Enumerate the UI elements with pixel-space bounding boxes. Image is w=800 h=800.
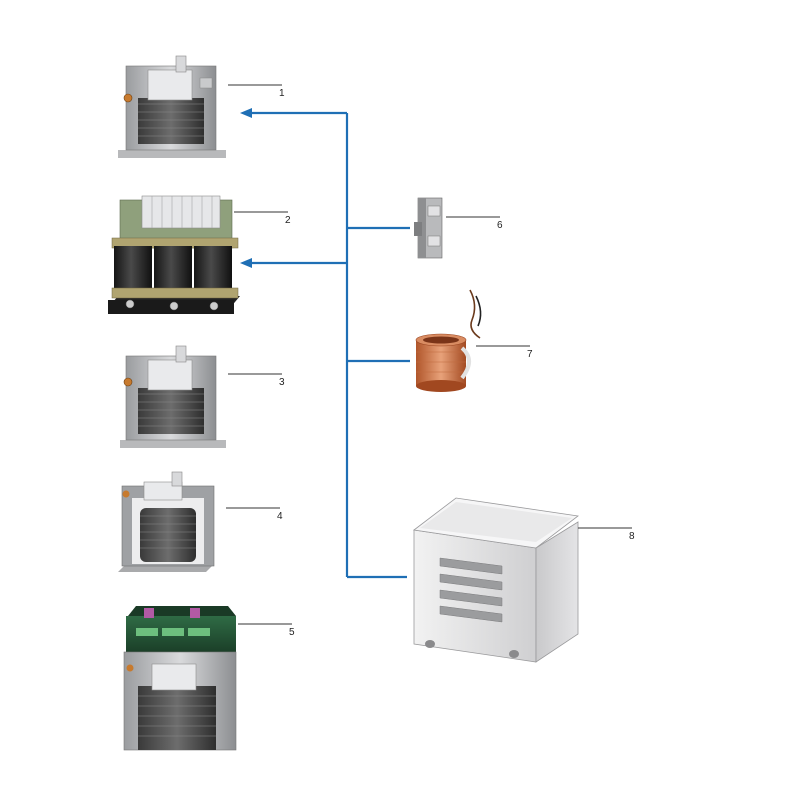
callout-number-4: 4 (277, 511, 283, 522)
callout-number-1: 1 (279, 88, 285, 99)
callout-number-3: 3 (279, 377, 285, 388)
transformer-3 (120, 345, 226, 448)
coil-7 (415, 289, 482, 392)
transformer-2 (108, 195, 240, 314)
callout-number-5: 5 (289, 627, 295, 638)
connector-lines (246, 111, 410, 579)
arrow-head-2 (240, 258, 252, 268)
callout-number-7: 7 (527, 349, 533, 360)
leader-lines (226, 84, 632, 625)
enclosure-8 (413, 497, 579, 663)
transformer-4 (118, 471, 215, 572)
transformer-1 (118, 55, 226, 158)
din-terminal-6 (414, 197, 443, 259)
arrow-head-1 (240, 108, 252, 118)
callout-number-8: 8 (629, 531, 635, 542)
callout-number-6: 6 (497, 220, 503, 231)
callout-number-2: 2 (285, 215, 291, 226)
transformer-5 (123, 606, 237, 751)
